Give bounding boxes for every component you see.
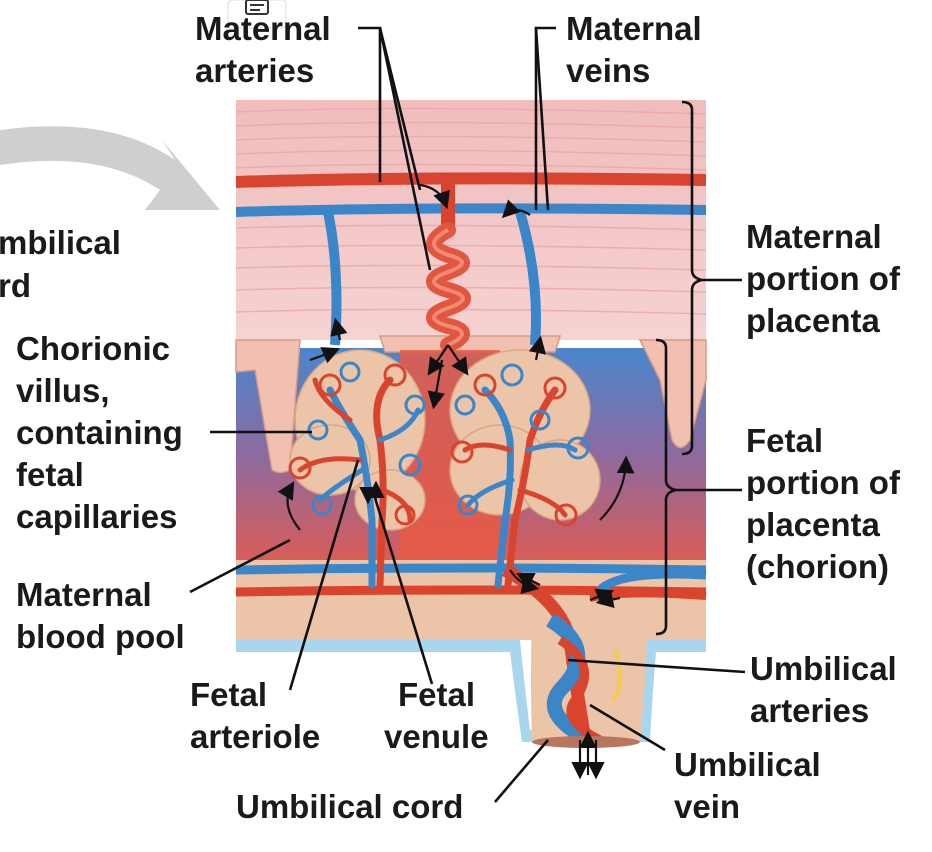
label-maternal-veins: Maternal veins [566,10,702,89]
big-arrow-icon [0,126,220,210]
svg-text:Fetal: Fetal [398,676,475,713]
svg-text:veins: veins [566,52,650,89]
svg-text:(chorion): (chorion) [746,548,889,585]
svg-text:rd: rd [0,267,31,304]
leader-lines [189,26,746,803]
maternal-vein-vessel [235,203,707,217]
svg-text:Maternal: Maternal [16,576,152,613]
label-maternal-arteries: Maternal arteries [195,10,331,89]
label-maternal-portion: Maternal portion of placenta [746,218,901,339]
label-fetal-venule: Fetal venule [384,676,489,755]
svg-text:Fetal: Fetal [190,676,267,713]
svg-text:vein: vein [674,788,740,825]
svg-text:venule: venule [384,718,489,755]
svg-text:Maternal: Maternal [566,10,702,47]
decidual-septa [235,335,707,474]
svg-text:portion of: portion of [746,464,901,501]
label-umbilical-arteries: Umbilical arteries [750,650,897,729]
label-fetal-arteriole: Fetal arteriole [190,676,320,755]
svg-text:arteries: arteries [750,692,869,729]
svg-text:placenta: placenta [746,302,881,339]
svg-text:Umbilical: Umbilical [674,746,821,783]
svg-text:Fetal: Fetal [746,422,823,459]
label-umbilical-cord-partial: mbilical rd [0,224,121,304]
svg-text:Maternal: Maternal [746,218,882,255]
umbilical-cord-drawing [501,564,707,748]
svg-text:Maternal: Maternal [195,10,331,47]
svg-text:Chorionic: Chorionic [16,330,170,367]
flow-arrows [277,183,635,780]
svg-text:capillaries: capillaries [16,498,177,535]
chorionic-villi [288,349,601,589]
label-fetal-portion: Fetal portion of placenta (chorion) [746,422,901,585]
maternal-tissue [235,100,707,340]
label-umbilical-cord: Umbilical cord [236,788,463,825]
svg-text:placenta: placenta [746,506,881,543]
label-maternal-blood-pool: Maternal blood pool [16,576,185,655]
svg-text:portion of: portion of [746,260,901,297]
svg-text:fetal: fetal [16,456,84,493]
label-umbilical-vein: Umbilical vein [674,746,821,825]
comment-icon[interactable] [227,0,287,29]
label-chorionic-villus: Chorionic villus, containing fetal capil… [16,330,183,535]
svg-text:Umbilical: Umbilical [750,650,897,687]
svg-text:blood pool: blood pool [16,618,185,655]
svg-text:arteriole: arteriole [190,718,320,755]
svg-text:villus,: villus, [16,372,110,409]
svg-text:mbilical: mbilical [0,224,121,261]
svg-text:arteries: arteries [195,52,314,89]
maternal-artery-vessel [235,172,707,188]
svg-text:containing: containing [16,414,183,451]
